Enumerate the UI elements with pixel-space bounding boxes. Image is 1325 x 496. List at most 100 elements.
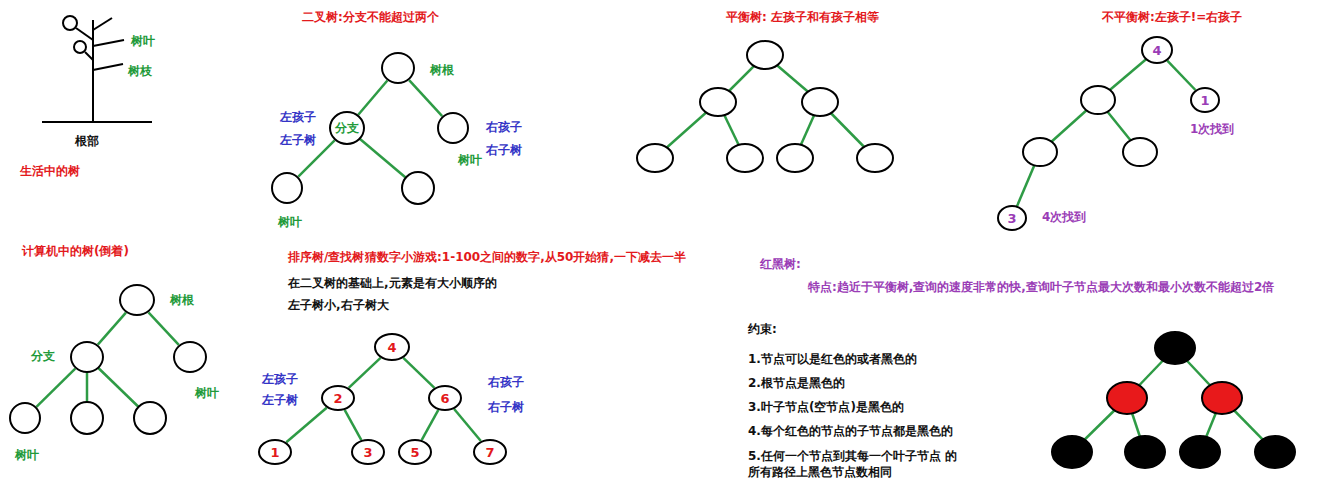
empty-node — [777, 144, 813, 172]
tree-node: 树叶 — [173, 341, 207, 373]
tree-node: 树根 — [119, 284, 155, 316]
empty-node — [857, 144, 893, 172]
node-caption: 分支 — [31, 349, 55, 363]
tree-node: 2 — [321, 385, 355, 411]
life-tree — [42, 16, 152, 122]
node-caption: 树叶 — [458, 153, 482, 167]
empty-node — [402, 172, 434, 204]
tree-edge — [358, 80, 387, 114]
tree-branch — [85, 52, 93, 60]
text-label: 4.每个红色的节点的子节点都是黑色的 — [748, 424, 953, 439]
text-label: 二叉树:分支不能超过两个 — [302, 10, 439, 25]
text-label: 不平衡树:左孩子!=右孩子 — [1102, 10, 1242, 25]
empty-node — [802, 88, 838, 116]
tree-edge — [403, 358, 434, 388]
tree-leaf — [63, 16, 77, 30]
text-label: 约束: — [748, 322, 777, 337]
node-label: 4 — [387, 341, 396, 354]
tree-branch — [93, 40, 124, 46]
empty-node — [134, 402, 166, 434]
tree-node: 3 — [351, 439, 385, 465]
tree-node: 3 — [997, 205, 1027, 231]
node-caption: 树叶 — [278, 215, 302, 229]
text-label: 左子树 — [262, 393, 298, 408]
empty-node — [1023, 138, 1057, 166]
text-label: 红黑树: — [760, 257, 801, 272]
node-label: 分支 — [335, 122, 359, 134]
tree-branch — [93, 64, 123, 70]
text-label: 特点:趋近于平衡树,查询的速度非常的快,查询叶子节点最大次数和最小次数不能超过2… — [808, 280, 1274, 295]
text-label: 猜数字小游戏:1-100之间的数字,从50开始猜,一下减去一半 — [365, 250, 686, 265]
node-label: 3 — [1007, 212, 1016, 225]
text-label: 排序树/查找树 — [288, 250, 364, 265]
text-label: 4次找到 — [1042, 210, 1086, 225]
tree-node: 7 — [473, 439, 507, 465]
text-label: 生活中的树 — [20, 164, 80, 179]
tree-node: 树根 — [381, 52, 415, 84]
empty-nodes — [71, 41, 1157, 434]
empty-node — [1123, 138, 1157, 166]
tree-edge — [286, 408, 326, 443]
text-label: 树叶 — [131, 34, 155, 49]
text-label: 3.叶子节点(空节点)是黑色的 — [748, 400, 904, 415]
text-label: 1次找到 — [1190, 122, 1234, 137]
empty-node — [1081, 86, 1115, 114]
node-label: 4 — [1152, 44, 1161, 57]
node-label: 1 — [270, 446, 279, 459]
tree-leaf — [74, 41, 86, 53]
node-label: 7 — [485, 446, 494, 459]
text-label: 左孩子 — [262, 372, 298, 387]
text-label: 左子树小,右子树大 — [288, 298, 389, 313]
black-node — [1180, 436, 1220, 468]
text-label: 左孩子 — [280, 110, 316, 125]
tree-edge — [98, 313, 126, 345]
tree-node: 分支 — [329, 111, 365, 145]
text-label: 在二叉树的基础上,元素是有大小顺序的 — [288, 276, 497, 291]
tree-branch — [93, 18, 112, 30]
tree-node: 1 — [1190, 87, 1220, 113]
text-label: 右子树 — [488, 400, 524, 415]
node-caption: 树根 — [170, 293, 194, 307]
tree-node: 5 — [398, 439, 432, 465]
text-label: 5.任何一个节点到其每一个叶子节点 的所有路径上黑色节点数相同 — [748, 448, 960, 480]
tree-edge — [148, 312, 178, 345]
empty-node — [700, 88, 736, 116]
tree-edge — [1167, 61, 1195, 90]
node-label: 2 — [333, 392, 342, 405]
node-label: 6 — [440, 392, 449, 405]
black-node — [1052, 436, 1092, 468]
black-node — [1125, 436, 1165, 468]
text-label: 计算机中的树(倒着) — [22, 244, 129, 259]
tree-edge — [345, 410, 362, 440]
tree-edge — [454, 409, 481, 441]
tree-node: 4 — [374, 333, 410, 361]
tree-node: 树叶 — [9, 402, 41, 434]
text-label: 右孩子 — [488, 375, 524, 390]
empty-node — [71, 402, 103, 434]
node-caption: 树叶 — [195, 386, 219, 400]
tree-node: 树叶 — [437, 112, 469, 144]
tree-node: 树叶 — [271, 172, 303, 204]
tree-edge — [36, 369, 75, 407]
text-label: 左子树 — [280, 133, 316, 148]
empty-node — [747, 41, 783, 69]
tree-node: 6 — [428, 385, 462, 411]
tree-edge — [422, 410, 439, 440]
node-label: 5 — [410, 446, 419, 459]
ground-line — [42, 121, 152, 123]
node-label: 1 — [1200, 94, 1209, 107]
red-node — [1107, 382, 1147, 414]
tree-node: 1 — [258, 439, 292, 465]
tree-edge — [409, 80, 442, 116]
tree-trunk — [92, 20, 94, 122]
red-node — [1202, 382, 1242, 414]
text-label: 根部 — [75, 134, 99, 149]
node-label: 3 — [363, 446, 372, 459]
text-label: 平衡树: 左孩子和有孩子相等 — [726, 10, 879, 25]
node-caption: 树根 — [430, 63, 454, 77]
tree-edge — [349, 358, 381, 388]
text-label: 右孩子 — [486, 120, 522, 135]
tree-node: 分支 — [70, 341, 104, 373]
